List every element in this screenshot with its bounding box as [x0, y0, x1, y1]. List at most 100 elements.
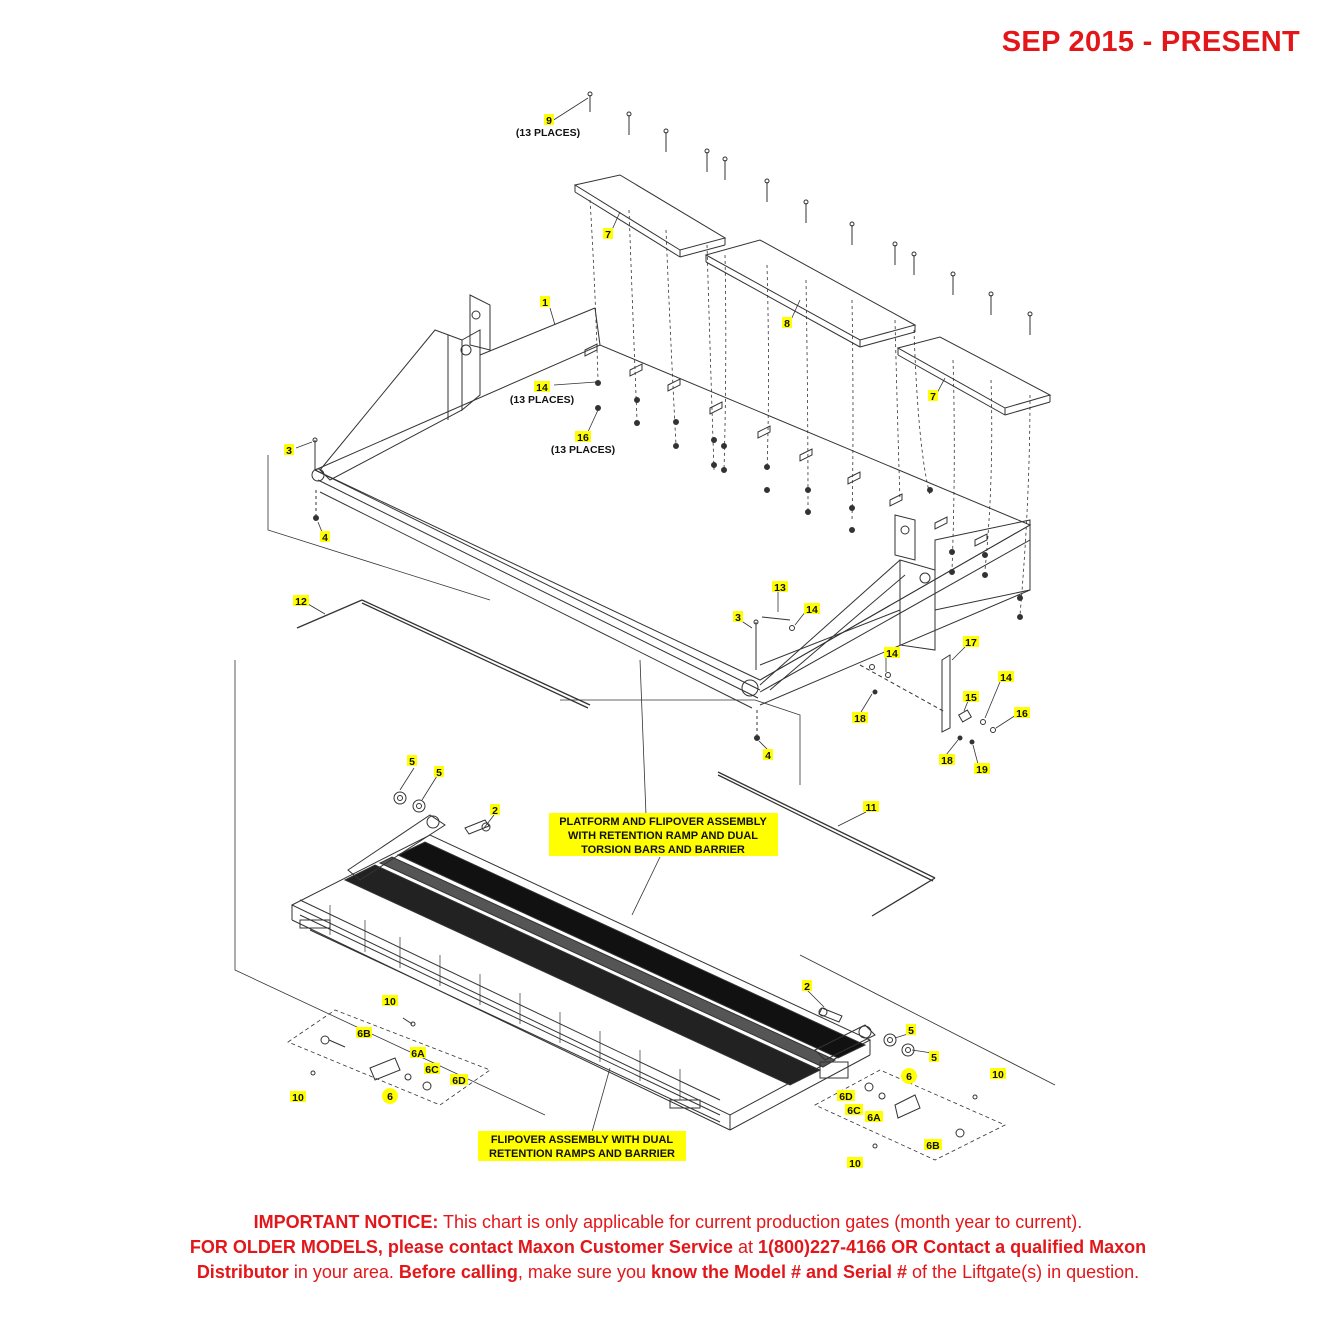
label-14-qty: (13 PLACES): [510, 394, 574, 406]
label-7-right: 7: [928, 390, 938, 403]
svg-text:10: 10: [384, 996, 396, 1008]
svg-text:6A: 6A: [411, 1048, 425, 1060]
svg-text:10: 10: [849, 1158, 861, 1170]
svg-text:19: 19: [976, 764, 988, 776]
label-10-d: 10: [847, 1157, 863, 1170]
label-12: 12: [293, 595, 309, 608]
label-16-qty: (13 PLACES): [551, 444, 615, 456]
svg-text:14: 14: [536, 382, 548, 394]
label-1: 1: [540, 296, 550, 309]
svg-text:2: 2: [804, 981, 810, 993]
svg-text:6: 6: [906, 1071, 912, 1083]
label-15: 15: [963, 691, 979, 704]
label-9: 9: [544, 114, 554, 127]
torsion-bar-12: [296, 599, 591, 709]
svg-text:6B: 6B: [926, 1140, 940, 1152]
svg-text:15: 15: [965, 692, 977, 704]
svg-text:12: 12: [295, 596, 307, 608]
cover-plate-right: [896, 336, 1052, 416]
svg-text:8: 8: [784, 318, 790, 330]
right-hinge-pin-hardware: [753, 619, 760, 741]
label-11: 11: [863, 801, 879, 814]
notice-line-1: IMPORTANT NOTICE: This chart is only app…: [253, 1212, 1083, 1232]
left-hinge-pin-hardware: [312, 437, 319, 521]
callout-flipover-assembly: FLIPOVER ASSEMBLY WITH DUAL RETENTION RA…: [478, 1131, 686, 1161]
retention-bracket-hardware: [761, 616, 996, 745]
svg-text:6D: 6D: [839, 1091, 853, 1103]
date-range-title: SEP 2015 - PRESENT: [1001, 26, 1300, 58]
label-18-a: 18: [852, 712, 868, 725]
svg-text:10: 10: [992, 1069, 1004, 1081]
part-labels: 9 (13 PLACES) 7 8 7 1 14 (13 PLACES) 16 …: [284, 114, 1030, 1170]
label-3-right: 3: [733, 611, 743, 624]
svg-text:6C: 6C: [425, 1064, 439, 1076]
label-2-right: 2: [802, 980, 812, 993]
flat-head-screws: [587, 91, 1033, 335]
svg-text:4: 4: [322, 532, 328, 544]
svg-text:4: 4: [765, 750, 771, 762]
label-6c-right: 6C: [845, 1104, 863, 1117]
svg-text:1: 1: [542, 297, 548, 309]
label-3-left: 3: [284, 444, 294, 457]
flipover-assembly: [290, 814, 876, 1131]
label-6c-left: 6C: [424, 1063, 440, 1076]
torsion-bar-11: [717, 771, 936, 917]
svg-text:14: 14: [886, 648, 898, 660]
platform-phantom-outline: [234, 455, 1056, 1116]
svg-text:5: 5: [409, 756, 415, 768]
label-4-left: 4: [320, 531, 330, 544]
label-6-right: 6: [901, 1068, 917, 1084]
svg-text:7: 7: [605, 229, 611, 241]
svg-text:13: 13: [774, 582, 786, 594]
callout-leaders: [295, 97, 1017, 1133]
svg-text:RETENTION RAMPS AND BARRIER: RETENTION RAMPS AND BARRIER: [489, 1148, 675, 1160]
label-10-c: 10: [990, 1068, 1006, 1081]
label-17: 17: [963, 636, 979, 649]
svg-text:18: 18: [854, 713, 866, 725]
label-6b-right: 6B: [924, 1139, 942, 1152]
retention-kit-right: [814, 1069, 1006, 1161]
label-5-b: 5: [434, 766, 444, 779]
right-side-plate: [759, 514, 1031, 691]
svg-text:3: 3: [735, 612, 741, 624]
svg-text:11: 11: [865, 802, 876, 814]
label-14-c: 14: [998, 671, 1014, 684]
svg-text:10: 10: [292, 1092, 304, 1104]
platform-hinge-tube: [311, 468, 759, 697]
svg-text:16: 16: [1016, 708, 1028, 720]
label-6d-right: 6D: [837, 1090, 855, 1103]
svg-text:14: 14: [1000, 672, 1012, 684]
svg-text:5: 5: [931, 1052, 937, 1064]
label-14-b: 14: [884, 647, 900, 660]
label-14-a: 14: [804, 603, 820, 616]
left-side-plate: [319, 294, 491, 481]
label-9-qty: (13 PLACES): [516, 127, 580, 139]
label-13: 13: [772, 581, 788, 594]
cover-plate-center: [704, 239, 917, 348]
svg-text:WITH RETENTION RAMP AND DUAL: WITH RETENTION RAMP AND DUAL: [568, 830, 758, 842]
svg-text:14: 14: [806, 604, 818, 616]
label-4-right: 4: [763, 749, 773, 762]
label-6a-right: 6A: [865, 1111, 883, 1124]
svg-text:17: 17: [965, 637, 977, 649]
label-5-a: 5: [407, 755, 417, 768]
svg-text:5: 5: [908, 1025, 914, 1037]
svg-text:7: 7: [930, 391, 936, 403]
svg-text:5: 5: [436, 767, 442, 779]
important-notice: IMPORTANT NOTICE: This chart is only app…: [60, 1210, 1276, 1285]
svg-text:16: 16: [577, 432, 589, 444]
label-10-a: 10: [382, 995, 398, 1008]
label-14-top: 14: [534, 381, 550, 394]
label-2-left: 2: [490, 804, 500, 817]
svg-text:18: 18: [941, 755, 953, 767]
screw-drop-lines: [589, 199, 1031, 616]
label-6a-left: 6A: [410, 1047, 426, 1060]
svg-text:6B: 6B: [357, 1028, 371, 1040]
label-18-b: 18: [939, 754, 955, 767]
label-6-left: 6: [382, 1088, 398, 1104]
svg-text:6D: 6D: [452, 1075, 466, 1087]
label-16-top: 16: [575, 431, 591, 444]
notice-line-2: FOR OLDER MODELS, please contact Maxon C…: [189, 1237, 1147, 1257]
label-7-left: 7: [603, 228, 613, 241]
